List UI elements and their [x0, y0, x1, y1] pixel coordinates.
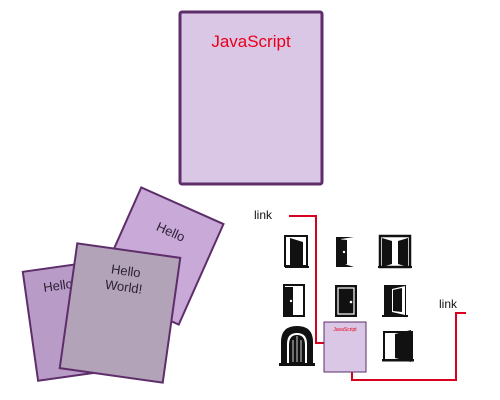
double-door-icon	[378, 234, 412, 269]
link-connectors: link link	[254, 208, 466, 381]
javascript-page-sheet	[178, 10, 324, 186]
right-link-label: link	[439, 297, 458, 311]
javascript-thumbnail-title: JavaScript	[333, 327, 357, 333]
javascript-page: JavaScript	[178, 10, 324, 186]
narrow-door-icon	[283, 284, 305, 317]
stack-front-line2: World!	[104, 277, 143, 297]
left-link-label: link	[254, 208, 273, 222]
hello-world-stack: Hello Hello Hello World!	[21, 186, 225, 384]
javascript-thumbnail: JavaScript	[323, 321, 367, 373]
closed-door-icon	[335, 285, 357, 317]
door-ajar-icon	[382, 285, 408, 317]
open-door-icon	[284, 235, 309, 268]
open-door-outline-icon	[382, 330, 414, 362]
door-icons	[279, 234, 414, 366]
stack-front-line1: Hello	[110, 261, 141, 280]
arched-stone-door-icon	[279, 326, 315, 366]
javascript-page-title: JavaScript	[211, 32, 291, 51]
left-link-line	[289, 215, 324, 344]
stack-middle-text: Hello	[42, 276, 73, 295]
half-open-door-icon	[336, 237, 354, 267]
right-link-line	[351, 312, 466, 381]
javascript-thumbnail-sheet	[323, 321, 367, 373]
stack-front-page: Hello World!	[58, 242, 182, 384]
